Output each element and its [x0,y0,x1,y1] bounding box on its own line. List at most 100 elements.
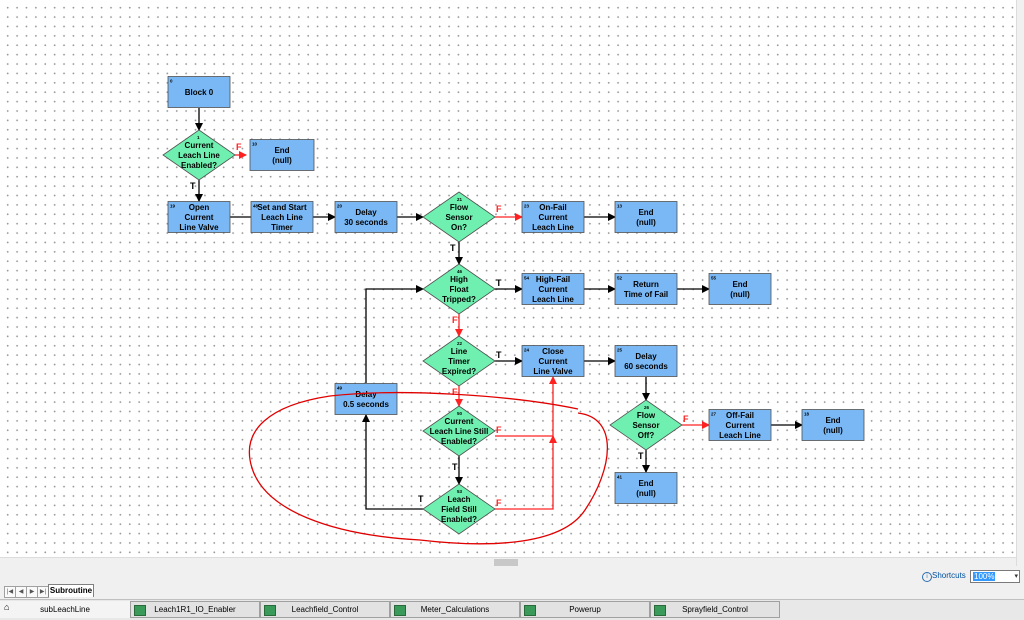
block-number: 50 [457,411,463,416]
block-number: 26 [644,405,650,410]
block-label: Leach Line [532,223,574,232]
block-label: Expired? [442,367,476,376]
true-branch-label: T [638,451,644,461]
block-number: 46 [457,269,463,274]
zoom-select[interactable]: 100% ▾ [970,570,1020,583]
annotation-circle [248,392,609,545]
false-branch-label: F [236,142,242,152]
block-label: Current [726,421,755,430]
block-label: Leach Line [532,295,574,304]
block-label: Sensor [445,213,472,222]
block-number: 52 [617,276,623,281]
true-branch-label: T [450,243,456,253]
block-label: Close [542,347,564,356]
block-label: Set and Start [257,203,307,212]
block-number: 19 [170,204,176,209]
block-label: Off? [638,431,655,440]
home-icon: ⌂ [4,602,10,612]
false-branch-label: F [452,387,458,397]
block-label: Time of Fail [624,290,668,299]
block-label: (null) [272,156,292,165]
vertical-scrollbar[interactable] [1016,0,1024,566]
tab-leach1r1-io-enabler[interactable]: Leach1R1_IO_Enabler [130,601,260,618]
true-branch-label: T [190,181,196,191]
tab-leachfield-control[interactable]: Leachfield_Control [260,601,390,618]
tab-label: Powerup [569,605,601,614]
block-label: Enabled? [441,437,477,446]
block-number: 10 [252,142,258,147]
block-label: Leach [447,495,470,504]
tab-subroutine[interactable]: Subroutine [48,584,94,597]
block-label: (null) [636,218,656,227]
block-number: 53 [457,489,463,494]
block-label: 30 seconds [344,218,388,227]
block-label: End [638,479,653,488]
block-label: High-Fail [536,275,570,284]
true-branch-label: T [418,494,424,504]
block-label: Return [633,280,659,289]
block-number: 41 [617,475,623,480]
block-label: Tripped? [442,295,476,304]
block-label: Enabled? [181,161,217,170]
block-label: Open [189,203,210,212]
block-label: 60 seconds [624,362,668,371]
info-icon: i [922,572,932,582]
flow-connector [365,285,424,383]
false-branch-label: F [496,498,502,508]
block-label: Leach Line [719,431,761,440]
module-icon [524,605,536,616]
block-label: Off-Fail [726,411,754,420]
block-label: Leach Line [178,151,220,160]
block-label: Enabled? [441,515,477,524]
flow-connector [495,435,557,510]
tab-meter-calculations[interactable]: Meter_Calculations [390,601,520,618]
block-label: Delay [355,208,377,217]
block-number: 0 [170,79,173,84]
true-branch-label: T [496,278,502,288]
horizontal-scrollbar[interactable] [0,557,1016,567]
block-label: Current [539,285,568,294]
false-branch-label: F [496,204,502,214]
block-label: Flow [450,203,469,212]
block-number: 48 [253,204,259,209]
shortcuts-link[interactable]: Shortcuts [932,571,966,580]
tab-sprayfield-control[interactable]: Sprayfield_Control [650,601,780,618]
block-label: Line Valve [179,223,219,232]
block-number: 20 [337,204,343,209]
tab-label: Leachfield_Control [291,605,359,614]
horizontal-scroll-thumb[interactable] [494,559,518,566]
false-branch-label: F [452,315,458,325]
block-number: 21 [457,197,463,202]
block-number: 54 [524,276,530,281]
tab-powerup[interactable]: Powerup [520,601,650,618]
tab-subleachline[interactable]: ⌂ subLeachLine [0,601,130,618]
block-label: On? [451,223,467,232]
sheet-tab-bar: |◀ ◀ ▶ ▶| Subroutine i Shortcuts 100% ▾ [0,567,1024,599]
block-label: End [732,280,747,289]
tab-label: subLeachLine [40,605,90,614]
